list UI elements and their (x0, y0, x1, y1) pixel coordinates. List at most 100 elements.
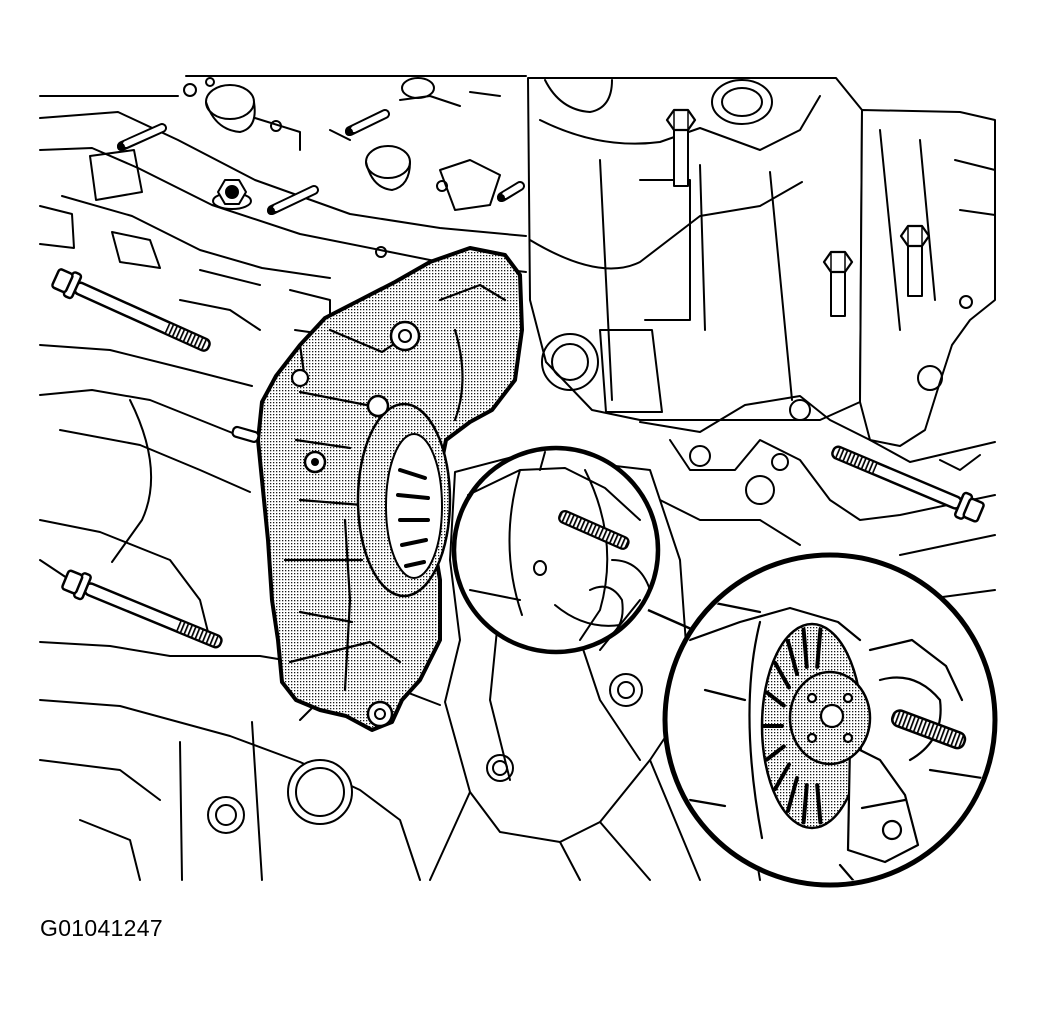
housing-socket (599, 329, 663, 413)
mid-right-plate (639, 395, 996, 601)
housing-bolt (822, 250, 854, 317)
bracket-ribs (429, 479, 761, 881)
pump-mount-bore (374, 708, 386, 720)
valve-cup-body (365, 161, 411, 191)
pump-impeller-face (385, 433, 443, 579)
dowel-pin (117, 123, 167, 151)
detail-stud (890, 709, 967, 750)
bolt-thread (176, 621, 219, 647)
water-pump-ribs (283, 283, 507, 692)
pump-mount-bore (311, 458, 319, 466)
pump-mount-boss (366, 394, 390, 418)
bracket-hole-inner (492, 760, 508, 776)
detail-pulley-spokes (762, 627, 823, 825)
pump-mount-boss (389, 320, 421, 352)
water-pump (231, 246, 524, 732)
locator-hole (533, 560, 547, 576)
right-block-ribs (879, 129, 996, 331)
detail-leader-line (647, 608, 699, 634)
right-block-outline (859, 109, 996, 447)
pump-mount-boss (290, 368, 310, 388)
valve-cup (365, 145, 411, 179)
locator-view (451, 445, 661, 655)
right-block-hole (917, 365, 943, 391)
housing-bolt (899, 224, 931, 297)
lower-port-outer (287, 759, 353, 825)
dowel-pin (497, 181, 525, 202)
dowel-pin (267, 185, 319, 215)
left-side-components (39, 269, 261, 641)
pump-side-stud (231, 425, 260, 443)
detail-bracket-hole (881, 819, 903, 841)
small-hole (375, 246, 387, 258)
plate-hole (745, 475, 775, 505)
housing-bore-inner (721, 87, 763, 117)
housing-bolt-head (899, 224, 931, 248)
right-block-hole (959, 295, 973, 309)
detail-view (662, 552, 998, 888)
locator-stud-body (558, 510, 630, 550)
pump-impeller-vanes (396, 468, 430, 568)
small-hole (183, 83, 197, 97)
lower-port-inner (295, 767, 345, 817)
bolt-right (831, 445, 985, 523)
pump-mount-boss (366, 700, 394, 728)
housing-bolt-head (665, 108, 697, 132)
pump-side-stud-body (231, 425, 260, 443)
housing-bolt-head (822, 250, 854, 274)
bolt-head (51, 268, 74, 294)
bolt-thread (834, 447, 878, 474)
housing-bolt (665, 108, 697, 187)
cylinder-head-bosses (39, 149, 501, 269)
nut-bore (225, 185, 239, 199)
housing-outline (527, 77, 863, 421)
detail-contents (688, 598, 992, 882)
dowel-pin-tip (117, 143, 125, 151)
cylinder-head-edges (39, 75, 527, 336)
bolt-head (962, 497, 985, 523)
detail-bracket-edge (860, 798, 907, 810)
small-hole (270, 120, 282, 132)
cylinder-head (39, 75, 527, 336)
small-hole (205, 77, 215, 87)
plate-hole (771, 453, 789, 471)
lower-boss-outer (207, 796, 245, 834)
detail-stud-body (890, 709, 967, 750)
bolt-thread (164, 323, 208, 350)
housing-bolt-shaft (907, 239, 923, 297)
housing-bolt-facets (830, 251, 846, 273)
plate-hole (789, 399, 811, 421)
detail-hub-hole (842, 732, 854, 744)
locator-stud (558, 510, 630, 550)
lower-left-edges (39, 641, 441, 881)
right-engine-block (859, 109, 996, 447)
upper-right-housing (527, 77, 863, 421)
detail-hub-hole (842, 692, 854, 704)
dowel-pin-body (273, 187, 317, 211)
lower-left-block (39, 641, 441, 881)
detail-hub-bore (819, 703, 845, 729)
locator-circle (451, 445, 661, 655)
bracket-hole-outer (609, 673, 643, 707)
valve-cup (205, 84, 255, 120)
valve-cup (401, 77, 435, 99)
dowel-pin-tip (497, 194, 505, 202)
housing-bolt-shaft (673, 123, 689, 187)
plate-hole (689, 445, 711, 467)
bracket-hole-outer (486, 754, 514, 782)
dowel-pin-body (502, 183, 523, 198)
coolant-port-inner (551, 343, 589, 381)
bolt-upper-left (51, 268, 211, 352)
locator-backdrop (455, 449, 657, 651)
bolt-head (61, 569, 84, 595)
lower-boss-inner (215, 804, 237, 826)
dowel-pin-body (123, 125, 165, 147)
detail-housing-lines (688, 598, 992, 882)
housing-bore-outer (711, 79, 773, 125)
pump-mount-bore (398, 329, 412, 343)
dowel-pin (345, 109, 390, 136)
detail-hub-hole (806, 732, 818, 744)
valve-cup-body (205, 101, 256, 133)
housing-ribs (529, 79, 821, 401)
